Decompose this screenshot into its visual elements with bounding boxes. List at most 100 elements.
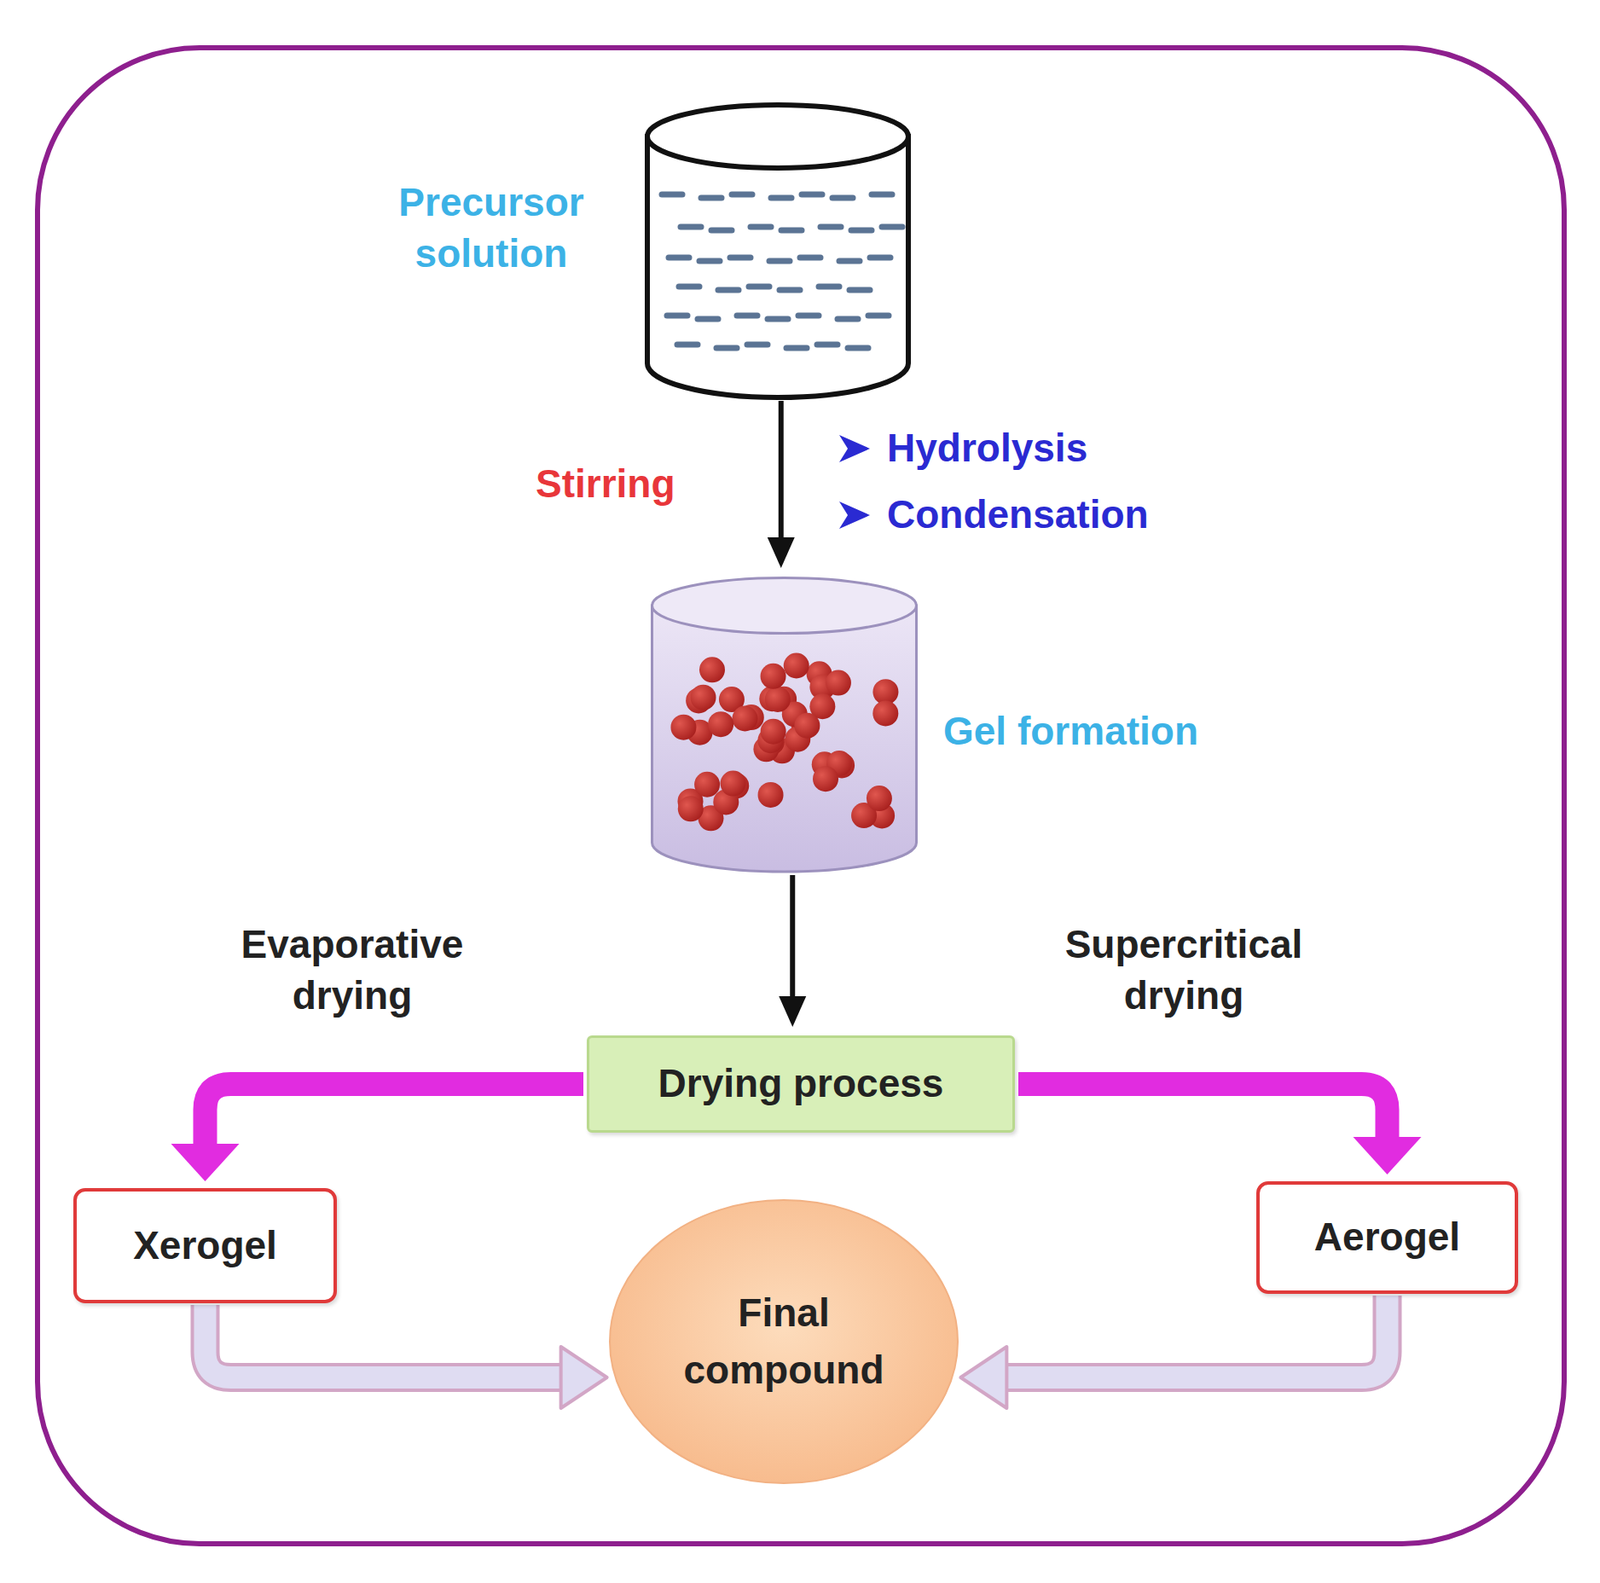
- gel-particle: [760, 663, 787, 690]
- node-label: Precursor solution: [363, 177, 620, 280]
- arrow-head: [960, 1346, 1007, 1409]
- solution-dash: [817, 342, 838, 348]
- solution-dash: [837, 316, 858, 323]
- cylinder-body: [647, 136, 909, 398]
- solution-dash: [736, 313, 758, 319]
- connector-line: [1018, 1084, 1388, 1139]
- solution-dash: [668, 255, 690, 261]
- connector-line: [205, 1304, 563, 1378]
- solution-dash: [869, 255, 891, 261]
- solution-dash: [661, 191, 683, 198]
- gel-particle: [689, 684, 716, 711]
- connector-line: [789, 875, 795, 1002]
- ellipse-shape: [608, 1198, 960, 1485]
- gel-particle: [720, 771, 747, 797]
- edge-label: Evaporative drying: [207, 919, 498, 1022]
- arrow-head: [561, 1346, 608, 1409]
- solution-dash: [750, 224, 772, 231]
- edge-label: Stirring: [535, 458, 676, 511]
- solution-dash: [769, 258, 790, 265]
- arrow-head: [778, 996, 806, 1027]
- bullet-arrow: [839, 501, 870, 529]
- solution-dash: [820, 224, 841, 231]
- solution-dash: [851, 227, 872, 234]
- connector: [767, 400, 795, 569]
- step-label: Hydrolysis: [886, 423, 1088, 475]
- solution-dash: [711, 227, 732, 234]
- arrow-head: [767, 537, 795, 569]
- solution-dash: [771, 195, 792, 202]
- gel-particle: [794, 713, 820, 739]
- arrow-head: [171, 1143, 240, 1182]
- connector: [205, 1304, 608, 1409]
- solution-dash: [786, 345, 807, 352]
- gel-particle: [678, 795, 704, 822]
- ellipse-outline: [609, 1200, 958, 1484]
- process-box: Drying process: [586, 1035, 1015, 1133]
- connector: [778, 875, 806, 1027]
- connector-outline: [1004, 1295, 1387, 1378]
- gel-particle: [731, 705, 758, 731]
- solution-dash: [801, 191, 823, 198]
- solution-dash: [781, 227, 802, 234]
- solution-dash: [779, 287, 800, 294]
- product-box: Aerogel: [1256, 1181, 1519, 1294]
- step-label: Condensation: [886, 489, 1149, 541]
- solution-dash: [818, 284, 840, 290]
- solution-dash: [716, 345, 737, 352]
- solution-dash: [868, 313, 889, 319]
- gel-particle: [760, 718, 787, 745]
- solution-dash: [718, 287, 739, 294]
- outer-frame: [37, 47, 1565, 1544]
- gel-particle: [670, 714, 696, 741]
- solution-dash: [832, 195, 853, 202]
- connector-line: [1004, 1295, 1387, 1378]
- gel-particle: [825, 670, 852, 696]
- cylinder-top: [647, 104, 909, 169]
- solution-dash: [798, 313, 819, 319]
- gel-particle: [694, 771, 720, 798]
- node-label: Gel formation: [943, 706, 1199, 758]
- connector: [1018, 1084, 1422, 1175]
- solution-dash: [747, 342, 768, 348]
- solution-dash: [881, 224, 903, 231]
- solution-dash: [677, 342, 698, 348]
- solution-dash: [800, 255, 821, 261]
- solution-dash: [748, 284, 770, 290]
- connector-outline: [205, 1304, 563, 1378]
- solution-dash: [730, 255, 751, 261]
- gel-particle: [707, 711, 734, 737]
- gel-particle: [872, 700, 899, 726]
- gel-particle: [866, 785, 893, 812]
- node-label: Final compound: [664, 1284, 904, 1398]
- precursor-cylinder: Precursor solution: [644, 102, 911, 398]
- product-box: Xerogel: [73, 1188, 337, 1304]
- solution-dash: [680, 224, 702, 231]
- edge-label: Supercritical drying: [1026, 919, 1342, 1022]
- gel-cylinder: Gel formation: [650, 576, 918, 872]
- gel-particle: [765, 686, 791, 713]
- arrow-head: [1353, 1136, 1422, 1175]
- solution-dash: [767, 316, 789, 323]
- solution-dash: [697, 316, 719, 323]
- gel-particle: [758, 782, 784, 808]
- solution-dash: [847, 345, 869, 352]
- node-label: Drying process: [658, 1058, 945, 1110]
- node-label: Aerogel: [1314, 1211, 1461, 1264]
- solution-dash: [678, 284, 700, 290]
- connector-line: [778, 400, 784, 543]
- connector: [960, 1295, 1387, 1409]
- solution-dash: [699, 258, 720, 265]
- connector-line: [205, 1084, 585, 1146]
- cylinder-shape: [650, 576, 918, 872]
- gel-particle: [783, 652, 810, 679]
- final-ellipse: Final compound: [608, 1198, 960, 1485]
- solution-dash: [849, 287, 870, 294]
- solution-dash: [871, 191, 893, 198]
- bullet-arrow: [839, 434, 870, 463]
- connector: [171, 1084, 585, 1182]
- node-label: Xerogel: [133, 1220, 278, 1272]
- gel-particle: [812, 765, 839, 792]
- solution-dash: [701, 195, 722, 202]
